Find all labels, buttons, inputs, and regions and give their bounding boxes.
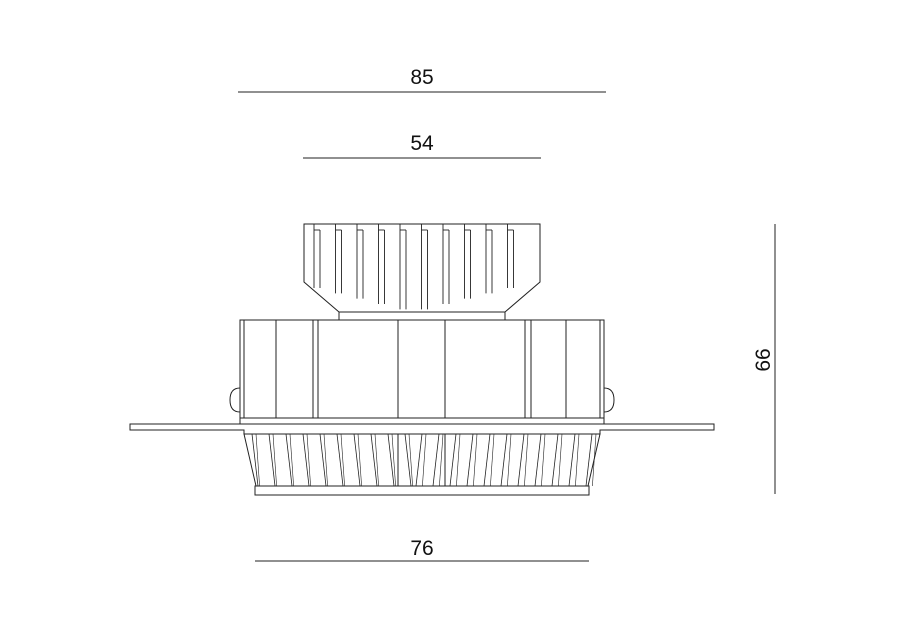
housing-outline xyxy=(239,319,605,419)
reflector-rib xyxy=(466,433,474,487)
knob-right xyxy=(603,387,615,413)
dimension-top-width-label: 85 xyxy=(410,66,433,89)
dimension-height: 66 xyxy=(752,224,776,494)
dimension-top-width: 85 xyxy=(238,66,606,93)
reflector-rib xyxy=(568,433,576,487)
dimension-height-label: 66 xyxy=(752,348,775,371)
reflector-rib xyxy=(255,433,260,487)
reflector-rib xyxy=(319,433,327,487)
reflector-rib xyxy=(490,433,495,487)
dimension-heatsink-width-label: 54 xyxy=(410,132,434,155)
reflector-rib xyxy=(268,433,276,487)
reflector-rib xyxy=(483,433,491,487)
reflector-rib xyxy=(456,433,461,487)
housing xyxy=(229,319,615,419)
dimension-bottom-width: 76 xyxy=(255,537,589,562)
reflector-rib xyxy=(534,433,542,487)
reflector-rib xyxy=(353,433,361,487)
reflector-rib xyxy=(558,433,563,487)
reflector-rib xyxy=(302,433,310,487)
reflector-rib xyxy=(391,433,396,487)
heatsink xyxy=(303,223,541,321)
reflector-rib xyxy=(289,433,294,487)
dimension-bottom-width-label: 76 xyxy=(410,537,433,560)
reflector-rib xyxy=(370,433,378,487)
reflector-rib xyxy=(306,433,311,487)
reflector-rib xyxy=(357,433,362,487)
heatsink-base xyxy=(338,311,506,321)
reflector-rib xyxy=(251,433,259,487)
heatsink-fins xyxy=(313,224,514,310)
reflector-rib xyxy=(541,433,546,487)
reflector-rib xyxy=(336,433,344,487)
reflector-rib xyxy=(387,433,395,487)
reflector-rib xyxy=(439,433,444,487)
reflector-rib xyxy=(432,433,440,487)
reflector-rib xyxy=(473,433,478,487)
reflector-lines xyxy=(251,433,597,487)
reflector-rib xyxy=(517,433,525,487)
knob-left xyxy=(229,387,241,413)
reflector-rib xyxy=(524,433,529,487)
reflector-rib xyxy=(449,433,457,487)
reflector-rib xyxy=(415,433,423,487)
reflector-rib xyxy=(592,433,597,487)
flange-outline xyxy=(129,417,715,435)
reflector-rib xyxy=(285,433,293,487)
reflector-rib xyxy=(272,433,277,487)
reflector-rib xyxy=(323,433,328,487)
reflector-outline xyxy=(243,433,601,487)
reflector-rib xyxy=(500,433,508,487)
reflector-rib xyxy=(340,433,345,487)
reflector-rib xyxy=(404,433,412,487)
reflector-rib xyxy=(408,433,413,487)
reflector xyxy=(243,433,601,496)
reflector-rib xyxy=(551,433,559,487)
reflector-rib xyxy=(422,433,427,487)
heatsink-outline xyxy=(303,223,541,313)
trim-ring xyxy=(254,485,590,496)
flange xyxy=(129,417,715,435)
reflector-rib xyxy=(585,433,593,487)
reflector-rib xyxy=(575,433,580,487)
reflector-rib xyxy=(507,433,512,487)
reflector-rib xyxy=(374,433,379,487)
dimension-heatsink-width: 54 xyxy=(303,132,541,159)
